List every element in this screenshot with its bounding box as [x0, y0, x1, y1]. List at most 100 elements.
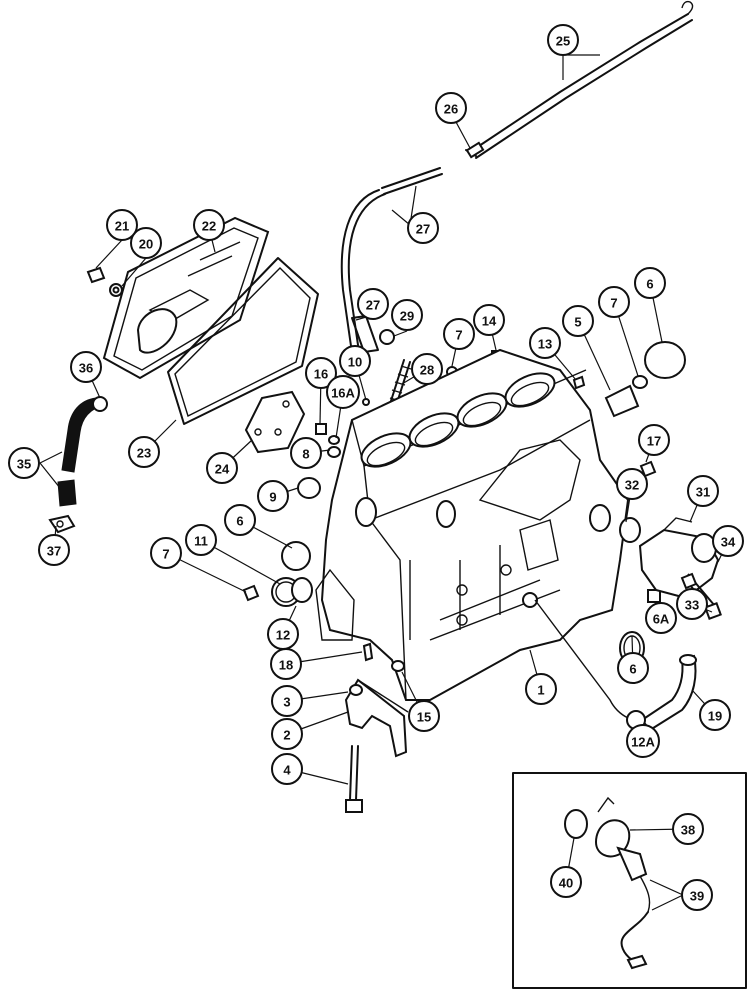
callout-32: 32 — [616, 468, 648, 500]
callout-7: 7 — [443, 318, 475, 350]
callout-circle — [257, 480, 289, 512]
callout-circle — [407, 212, 439, 244]
callout-circle — [617, 652, 649, 684]
callout-13: 13 — [529, 327, 561, 359]
callout-label: 36 — [79, 361, 93, 376]
callout-circle — [645, 602, 677, 634]
callout-circle — [38, 534, 70, 566]
callout-label: 27 — [366, 298, 380, 313]
callout-label: 22 — [202, 219, 216, 234]
heater-inset — [512, 772, 747, 989]
callout-28: 28 — [411, 353, 443, 385]
callout-circle — [8, 447, 40, 479]
callout-label: 11 — [194, 534, 208, 549]
callout-circle — [224, 504, 256, 536]
callout-label: 4 — [283, 763, 291, 778]
cylinder-block — [315, 348, 630, 701]
callout-19: 19 — [699, 699, 731, 731]
callout-label: 6 — [646, 277, 653, 292]
callout-label: 7 — [610, 296, 617, 311]
callout-20: 20 — [130, 227, 162, 259]
callout-label: 16 — [314, 367, 328, 382]
callout-circle — [70, 351, 102, 383]
callout-label: 37 — [47, 544, 61, 559]
callout-7: 7 — [150, 537, 182, 569]
callout-circle — [550, 866, 582, 898]
callout-circle — [473, 304, 505, 336]
callout-label: 23 — [137, 446, 151, 461]
callout-circle — [676, 588, 708, 620]
callout-label: 19 — [708, 709, 722, 724]
callout-label: 33 — [685, 598, 699, 613]
callout-6: 6 — [617, 652, 649, 684]
callout-circle — [626, 724, 660, 758]
callout-circle — [562, 305, 594, 337]
callout-1: 1 — [525, 673, 557, 705]
callout-16: 16 — [305, 357, 337, 389]
callout-label: 6 — [236, 514, 243, 529]
small-hardware-top-left — [86, 266, 123, 297]
cover-plate — [244, 390, 306, 454]
callout-label: 29 — [400, 309, 414, 324]
callout-circle — [687, 475, 719, 507]
callout-22: 22 — [193, 209, 225, 241]
callout-circle — [616, 468, 648, 500]
callout-label: 15 — [417, 710, 431, 725]
callout-12a: 12A — [626, 724, 660, 758]
callout-circle — [270, 648, 302, 680]
callout-circle — [271, 753, 303, 785]
callout-circle — [547, 24, 579, 56]
callout-label: 21 — [115, 219, 129, 234]
callout-label: 14 — [482, 314, 497, 329]
callout-circle — [305, 357, 337, 389]
block-plugs-left — [242, 541, 405, 672]
block-plugs-right — [604, 341, 686, 665]
callout-3: 3 — [271, 685, 303, 717]
callout-circle — [150, 537, 182, 569]
callout-label: 40 — [559, 876, 573, 891]
callout-label: 3 — [283, 695, 290, 710]
callout-6: 6 — [224, 504, 256, 536]
callout-9: 9 — [257, 480, 289, 512]
callout-label: 31 — [696, 485, 710, 500]
callout-label: 24 — [215, 462, 230, 477]
callout-circle — [193, 209, 225, 241]
callout-label: 34 — [721, 535, 736, 550]
callout-12: 12 — [267, 618, 299, 650]
callout-circle — [634, 267, 666, 299]
callout-23: 23 — [128, 436, 160, 468]
callout-40: 40 — [550, 866, 582, 898]
callout-circle — [435, 92, 467, 124]
callout-31: 31 — [687, 475, 719, 507]
callout-circle — [408, 700, 440, 732]
callout-circle — [525, 673, 557, 705]
callout-label: 38 — [681, 823, 695, 838]
callout-label: 20 — [139, 237, 153, 252]
callout-circle — [339, 345, 371, 377]
bearing-cap — [344, 678, 409, 813]
callout-25: 25 — [547, 24, 579, 56]
callout-circle — [598, 286, 630, 318]
callout-39: 39 — [681, 879, 713, 911]
callout-circle — [529, 327, 561, 359]
callout-label: 6 — [629, 662, 636, 677]
callout-circle — [699, 699, 731, 731]
callout-label: 7 — [455, 328, 462, 343]
callout-2: 2 — [271, 718, 303, 750]
callout-38: 38 — [672, 813, 704, 845]
callout-circle — [290, 437, 322, 469]
callout-circle — [326, 375, 360, 409]
callout-label: 17 — [647, 434, 661, 449]
callout-17: 17 — [638, 424, 670, 456]
callout-label: 9 — [269, 490, 276, 505]
callout-circle — [130, 227, 162, 259]
callout-label: 1 — [537, 683, 544, 698]
callout-label: 25 — [556, 34, 570, 49]
callout-18: 18 — [270, 648, 302, 680]
callout-4: 4 — [271, 753, 303, 785]
dipstick — [465, 0, 694, 159]
callout-circle — [185, 524, 217, 556]
callout-circle — [681, 879, 713, 911]
callout-27: 27 — [357, 288, 389, 320]
